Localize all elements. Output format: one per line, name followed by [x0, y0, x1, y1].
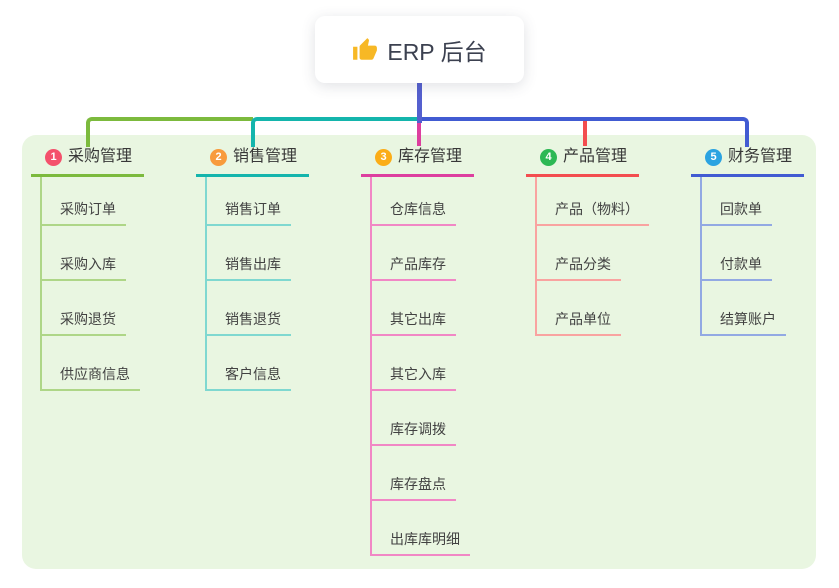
child-node[interactable]: 产品单位: [537, 281, 621, 336]
child-node[interactable]: 付款单: [702, 226, 772, 281]
branch-title-purchase[interactable]: 1 采购管理: [31, 146, 145, 177]
connector-product-line: [583, 121, 587, 146]
branch-number-badge: 3: [375, 148, 392, 166]
branch-label: 财务管理: [728, 148, 793, 165]
connector-finance-line: [419, 117, 749, 147]
child-node[interactable]: 销售出库: [207, 226, 291, 281]
child-node[interactable]: 供应商信息: [42, 336, 140, 391]
branch-product: 4 产品管理 产品（物料）产品分类产品单位: [526, 146, 649, 336]
branch-sales: 2 销售管理 销售订单销售出库销售退货客户信息: [196, 146, 310, 391]
child-node[interactable]: 采购订单: [42, 177, 126, 226]
branch-number-badge: 5: [705, 148, 722, 166]
connector-sales-line: [251, 117, 419, 147]
child-node[interactable]: 产品库存: [372, 226, 456, 281]
branch-children: 仓库信息产品库存其它出库其它入库库存调拨库存盘点出库库明细: [370, 177, 474, 556]
connector-inventory-line: [417, 121, 421, 146]
child-node[interactable]: 产品（物料）: [537, 177, 649, 226]
branch-title-finance[interactable]: 5 财务管理: [691, 146, 805, 177]
branch-label: 销售管理: [233, 148, 298, 165]
thumbs-up-icon: [352, 37, 378, 63]
child-node[interactable]: 仓库信息: [372, 177, 456, 226]
root-node[interactable]: ERP 后台: [315, 16, 524, 83]
child-node[interactable]: 其它出库: [372, 281, 456, 336]
child-node[interactable]: 采购入库: [42, 226, 126, 281]
branch-inventory: 3 库存管理 仓库信息产品库存其它出库其它入库库存调拨库存盘点出库库明细: [361, 146, 475, 556]
branch-children: 回款单付款单结算账户: [700, 177, 804, 336]
child-node[interactable]: 销售退货: [207, 281, 291, 336]
child-node[interactable]: 结算账户: [702, 281, 786, 336]
branch-title-sales[interactable]: 2 销售管理: [196, 146, 310, 177]
branch-title-product[interactable]: 4 产品管理: [526, 146, 640, 177]
connector-purchase-line: [86, 117, 253, 147]
branches-panel: [22, 135, 816, 569]
child-node[interactable]: 出库库明细: [372, 501, 470, 556]
child-node[interactable]: 客户信息: [207, 336, 291, 391]
root-label: ERP 后台: [387, 38, 487, 65]
child-node[interactable]: 回款单: [702, 177, 772, 226]
branch-children: 产品（物料）产品分类产品单位: [535, 177, 649, 336]
child-node[interactable]: 其它入库: [372, 336, 456, 391]
child-node[interactable]: 产品分类: [537, 226, 621, 281]
root-stem-line: [417, 82, 422, 123]
branch-number-badge: 4: [540, 148, 557, 166]
branch-number-badge: 2: [210, 148, 227, 166]
branch-title-inventory[interactable]: 3 库存管理: [361, 146, 475, 177]
branch-label: 产品管理: [563, 148, 628, 165]
child-node[interactable]: 销售订单: [207, 177, 291, 226]
branch-number-badge: 1: [45, 148, 62, 166]
branch-finance: 5 财务管理 回款单付款单结算账户: [691, 146, 805, 336]
child-node[interactable]: 库存调拨: [372, 391, 456, 446]
branch-children: 销售订单销售出库销售退货客户信息: [205, 177, 309, 391]
branch-purchase: 1 采购管理 采购订单采购入库采购退货供应商信息: [31, 146, 145, 391]
child-node[interactable]: 采购退货: [42, 281, 126, 336]
branch-label: 采购管理: [68, 148, 133, 165]
child-node[interactable]: 库存盘点: [372, 446, 456, 501]
branch-label: 库存管理: [398, 148, 463, 165]
branch-children: 采购订单采购入库采购退货供应商信息: [40, 177, 144, 391]
